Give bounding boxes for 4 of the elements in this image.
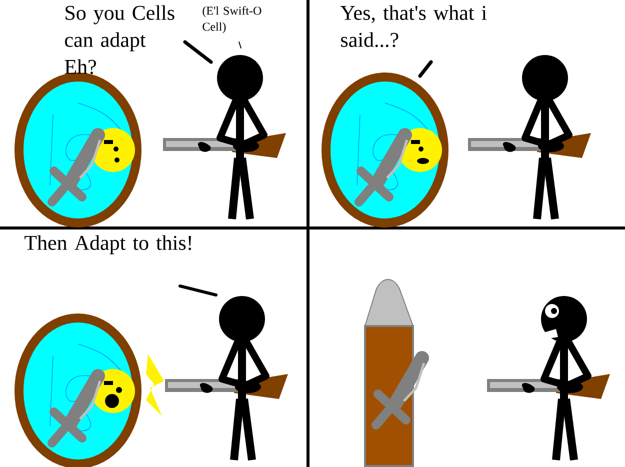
speech-text: So you Cells can adapt Eh? — [64, 5, 174, 74]
speech-text: Then Adapt to this! — [24, 235, 192, 254]
speech-text: (E'l Swift-O Cell) — [202, 6, 262, 34]
speech-text: Yes, that's what i said...? — [340, 5, 487, 48]
